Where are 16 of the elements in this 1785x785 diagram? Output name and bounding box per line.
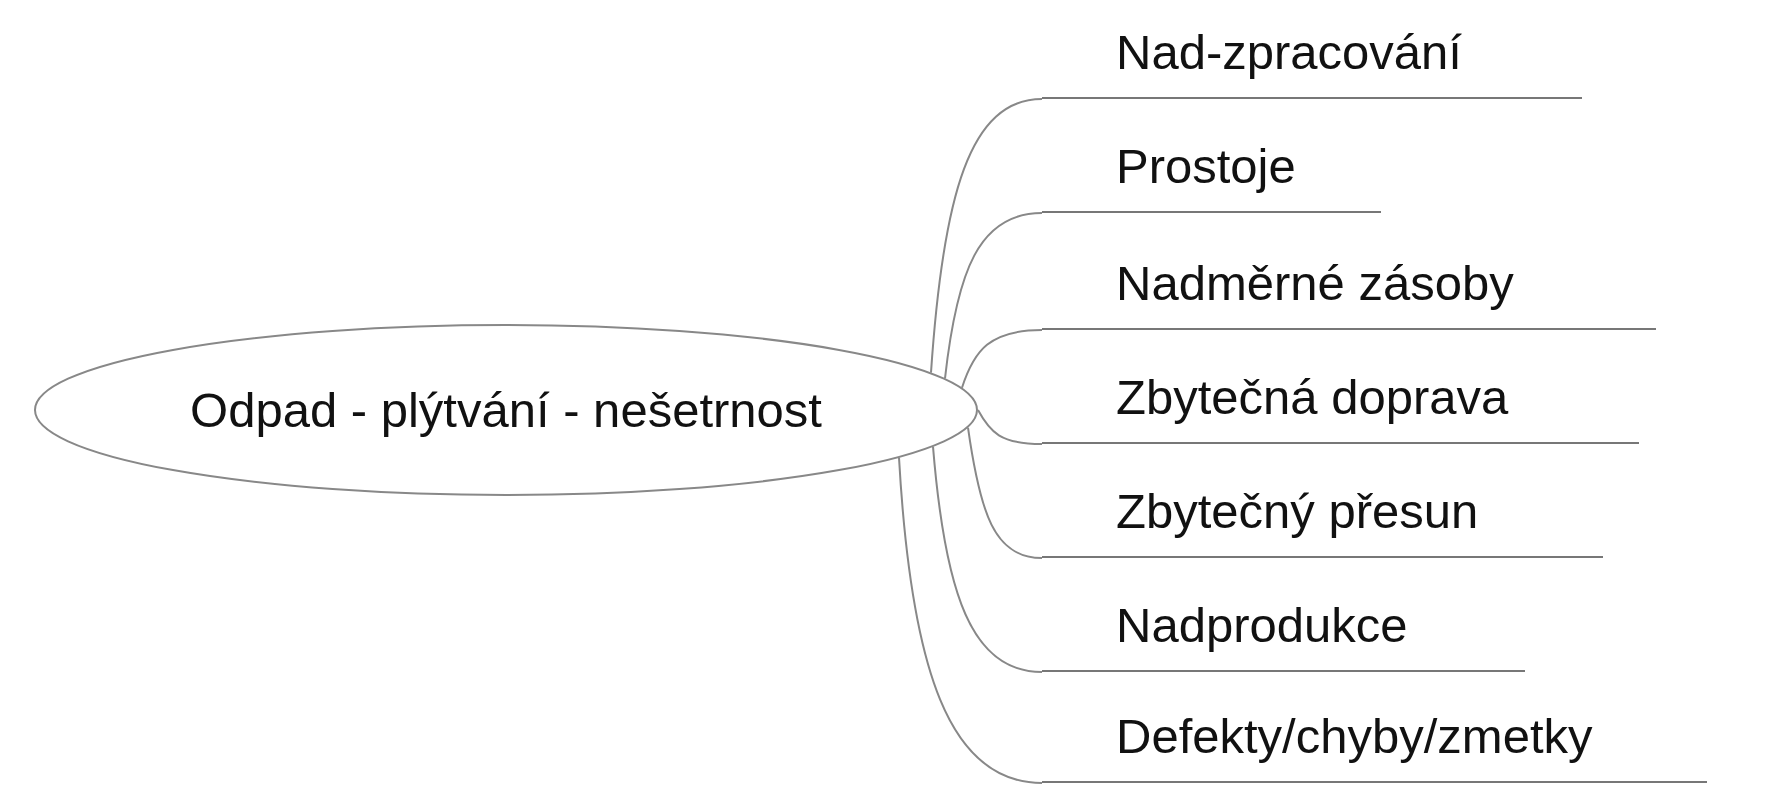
branch-text: Defekty/chyby/zmetky [1116, 708, 1593, 764]
connector-line [977, 409, 1043, 445]
connector-line [967, 426, 1043, 559]
connector-line [932, 445, 1043, 673]
connector-line [961, 329, 1043, 389]
topic-text: Odpad - plýtvání - nešetrnost [190, 382, 822, 438]
connector-line [898, 456, 1043, 784]
branch-text: Prostoje [1116, 138, 1296, 194]
branch-text: Nadměrné zásoby [1116, 255, 1514, 311]
branch-text: Nadprodukce [1116, 597, 1408, 653]
branch-text: Nad-zpracování [1116, 24, 1462, 80]
branch-text: Zbytečný přesun [1116, 483, 1479, 539]
connector-line [930, 98, 1043, 374]
branch-text: Zbytečná doprava [1116, 369, 1509, 425]
topic-ellipse [34, 324, 978, 496]
connector-line [944, 212, 1043, 380]
